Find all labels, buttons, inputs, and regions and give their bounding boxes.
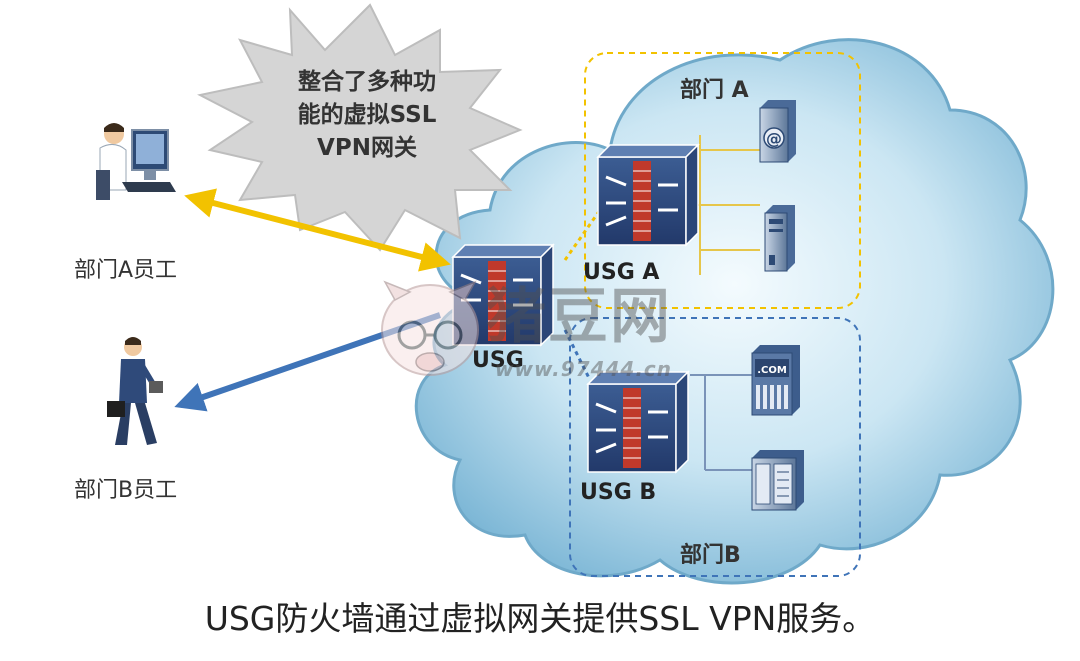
callout-line-1: 整合了多种功 bbox=[298, 69, 436, 95]
watermark-url: www.97444.cn bbox=[495, 357, 673, 381]
dept-b-employee-label: 部门B员工 bbox=[74, 478, 178, 503]
tower-server-icon bbox=[764, 205, 795, 272]
usg-b-label: USG B bbox=[580, 480, 657, 505]
usg-b-firewall-icon bbox=[586, 370, 690, 474]
dept-a-zone-label: 部门 A bbox=[680, 78, 749, 103]
web-server-icon: .COM bbox=[751, 345, 800, 416]
link-usg-b bbox=[563, 329, 592, 381]
callout-line-2: 能的虚拟SSL bbox=[297, 102, 437, 128]
watermark-pig-logo bbox=[381, 280, 479, 376]
callout-line-3: VPN网关 bbox=[317, 135, 417, 161]
com-label: .COM bbox=[757, 365, 787, 376]
at-symbol: @ bbox=[766, 129, 782, 148]
storage-server-icon bbox=[751, 450, 804, 511]
dept-b-zone-label: 部门B bbox=[680, 543, 741, 568]
watermark-title: 猪豆网 bbox=[486, 282, 672, 352]
dept-a-employee-icon bbox=[96, 123, 176, 200]
dept-b-employee-icon bbox=[107, 337, 163, 445]
internet-cloud bbox=[414, 38, 1055, 585]
dept-b-zone bbox=[569, 317, 861, 577]
usg-main-label: USG bbox=[472, 348, 524, 373]
dept-b-wiring bbox=[690, 374, 755, 471]
mail-server-icon: @ bbox=[759, 100, 796, 163]
usg-a-label: USG A bbox=[583, 260, 660, 285]
dept-a-employee-label: 部门A员工 bbox=[74, 258, 178, 283]
callout-text: 整合了多种功 能的虚拟SSL VPN网关 bbox=[262, 66, 472, 165]
link-usg-a bbox=[563, 209, 602, 261]
dept-a-wiring bbox=[690, 135, 760, 275]
figure-caption: USG防火墙通过虚拟网关提供SSL VPN服务。 bbox=[204, 599, 876, 638]
usg-a-firewall-icon bbox=[596, 143, 700, 247]
link-dept-a bbox=[184, 188, 451, 272]
dept-a-zone bbox=[584, 52, 861, 309]
